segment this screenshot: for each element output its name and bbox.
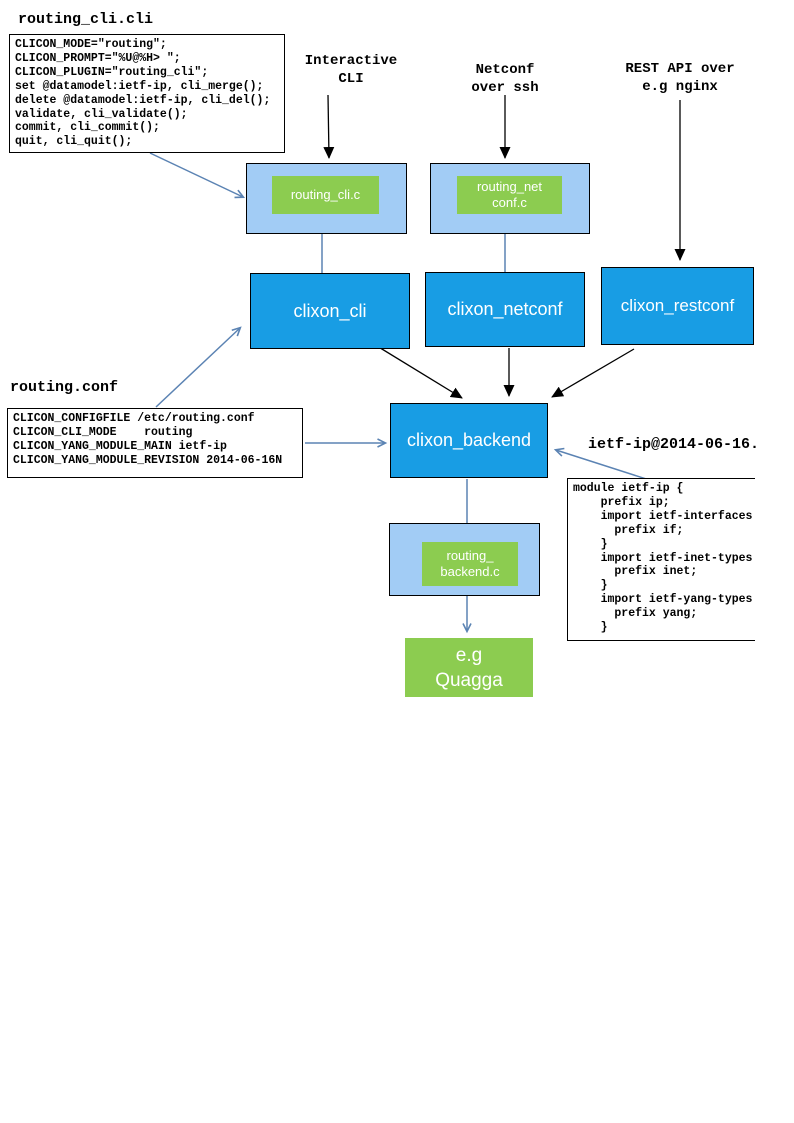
arrow-cli-to-backend [376,345,463,399]
code-box-routing-cli-cli: CLICON_MODE="routing"; CLICON_PROMPT="%U… [9,34,285,153]
node-clixon-cli: clixon_cli [250,273,410,349]
plugin-container-backend: routing_ backend.c [389,523,540,596]
file-title-routing-cli-cli: routing_cli.cli [18,11,154,28]
file-title-ietf-ip-yang: ietf-ip@2014-06-16. [588,436,760,453]
node-quagga: e.g Quagga [405,638,533,697]
file-title-routing-conf: routing.conf [10,379,119,396]
node-clixon-backend: clixon_backend [390,403,548,478]
plugin-container-cli: routing_cli.c [246,163,407,234]
annotation-interactive-cli: Interactive CLI [304,53,398,87]
arrow-interactive-cli-to-plugin [323,94,335,159]
plugin-routing-netconf-c: routing_net conf.c [457,176,562,214]
arrow-restconf-to-backend [551,348,635,398]
node-clixon-restconf: clixon_restconf [601,267,754,345]
code-box-routing-conf: CLICON_CONFIGFILE /etc/routing.conf CLIC… [7,408,303,478]
plugin-routing-backend-c: routing_ backend.c [422,542,518,586]
plugin-routing-cli-c: routing_cli.c [272,176,379,214]
code-box-ietf-ip-module: module ietf-ip { prefix ip; import ietf-… [567,478,755,641]
annotation-netconf-over-ssh: Netconf over ssh [471,62,539,96]
arrow-conf-to-clixon-cli [155,326,242,408]
node-clixon-netconf: clixon_netconf [425,272,585,347]
arrow-clispec-to-routing-cli-c [149,152,246,199]
plugin-container-netconf: routing_net conf.c [430,163,590,234]
annotation-rest-api-nginx: REST API over e.g nginx [625,61,735,95]
